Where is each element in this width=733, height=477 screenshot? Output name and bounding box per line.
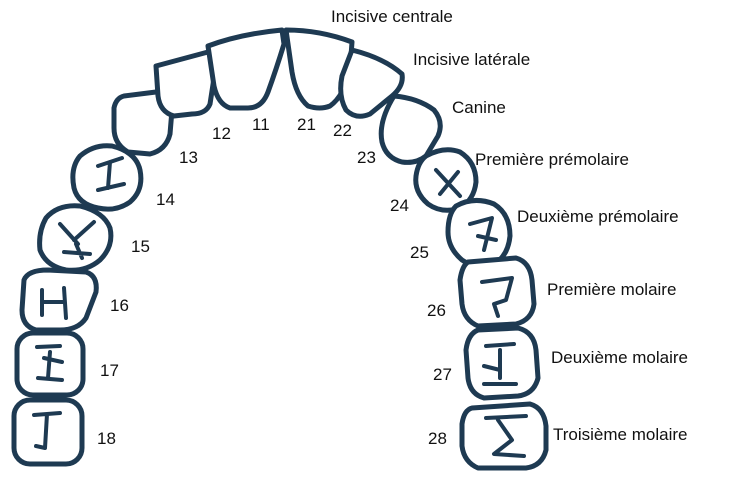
tooth-number-18: 18 [97, 429, 116, 448]
label-incisive-centrale: Incisive centrale [331, 7, 453, 26]
label-premiere-molaire: Première molaire [547, 280, 676, 299]
tooth-number-14: 14 [156, 190, 175, 209]
tooth-12 [156, 52, 214, 116]
label-canine: Canine [452, 98, 506, 117]
tooth-27 [466, 328, 538, 398]
label-deuxieme-molaire: Deuxième molaire [551, 348, 688, 367]
tooth-25 [448, 200, 510, 266]
tooth-number-15: 15 [131, 237, 150, 256]
tooth-number-22: 22 [333, 121, 352, 140]
label-troisieme-molaire: Troisième molaire [553, 425, 687, 444]
tooth-17 [17, 333, 83, 395]
tooth-18 [14, 400, 82, 464]
tooth-number-16: 16 [110, 296, 129, 315]
label-premiere-premolaire: Première prémolaire [475, 150, 629, 169]
tooth-number-27: 27 [433, 365, 452, 384]
tooth-16 [22, 270, 96, 330]
tooth-number-23: 23 [357, 148, 376, 167]
tooth-14 [73, 146, 141, 209]
tooth-15 [40, 206, 111, 271]
tooth-number-11: 11 [252, 115, 270, 134]
tooth-28 [462, 404, 546, 468]
tooth-number-21: 21 [297, 115, 316, 134]
tooth-number-26: 26 [427, 301, 446, 320]
tooth-11 [208, 30, 284, 108]
tooth-number-12: 12 [212, 124, 231, 143]
tooth-number-17: 17 [100, 361, 119, 380]
label-deuxieme-premolaire: Deuxième prémolaire [517, 207, 679, 226]
tooth-number-28: 28 [428, 429, 447, 448]
tooth-number-25: 25 [410, 243, 429, 262]
label-incisive-laterale: Incisive latérale [413, 50, 530, 69]
tooth-number-24: 24 [390, 196, 409, 215]
tooth-number-13: 13 [179, 148, 198, 167]
tooth-26 [460, 258, 534, 326]
